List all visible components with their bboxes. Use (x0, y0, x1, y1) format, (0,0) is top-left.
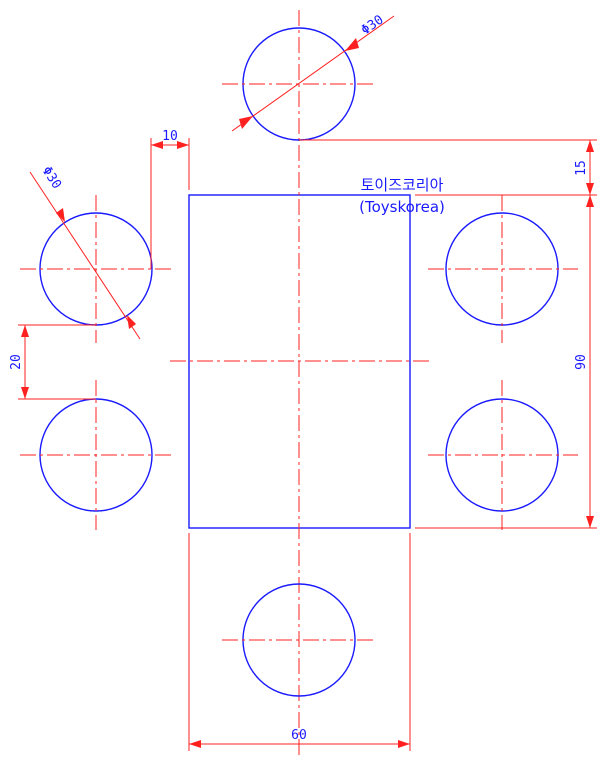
dim90-arrow-bottom (586, 516, 594, 528)
dim20-label: 20 (9, 354, 24, 370)
dia-top-arrow-1 (239, 116, 253, 129)
dim10-label: 10 (162, 129, 178, 144)
dia-top-leader (231, 15, 395, 132)
dim20-arrow-bottom (21, 387, 29, 399)
dia-left-arrow-1 (56, 208, 65, 222)
title-korean: 토이즈코리아 (361, 176, 444, 194)
dim60-arrow-right (398, 740, 410, 748)
dim15-arrow-top (586, 140, 594, 152)
dim60-label: 60 (291, 728, 307, 743)
dia-top-label: Φ30 (359, 13, 387, 39)
dim90-arrow-top (586, 195, 594, 207)
dia-left-arrow-2 (127, 315, 136, 329)
dim60-arrow-left (189, 740, 201, 748)
dim10-arrow-left (151, 141, 163, 149)
title-english: (Toyskorea) (359, 198, 445, 216)
dia-left-leader (29, 171, 141, 340)
dim20-arrow-top (21, 325, 29, 337)
dia-top-arrow-2 (345, 38, 359, 51)
dia-left-label: Φ30 (39, 164, 64, 192)
dim15-arrow-bottom (586, 183, 594, 195)
dim10-arrow-right (177, 141, 189, 149)
dim15-label: 15 (574, 160, 589, 176)
dim90-label: 90 (574, 354, 589, 370)
